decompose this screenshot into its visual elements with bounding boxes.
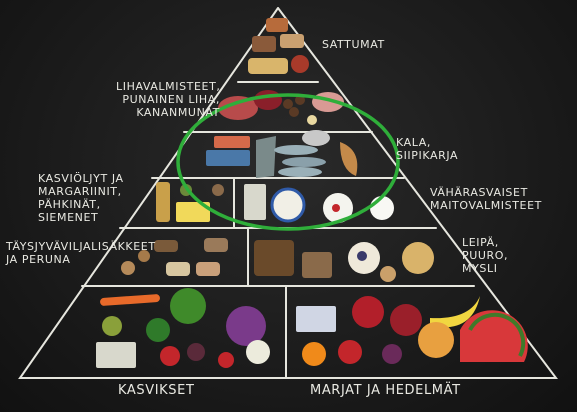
label-dairy: Vähärasvaiset maitovalmisteet [430, 186, 542, 212]
label-sweets: Sattumat [322, 38, 385, 51]
label-fish: Kala, Siipikarja [396, 136, 459, 162]
label-fruits: Marjat ja hedelmät [310, 383, 461, 398]
sweets-foods [248, 18, 309, 74]
grain-foods [121, 238, 228, 276]
fruit-foods [296, 296, 528, 366]
bread-foods [254, 240, 434, 282]
label-meat: Lihavalmisteet, Punainen liha, Kananmuna… [116, 80, 221, 119]
oils-foods [156, 182, 224, 222]
fish-foods [206, 130, 358, 178]
label-vegetables: Kasvikset [118, 383, 195, 398]
vegetable-foods [96, 288, 270, 368]
highlight-ring [176, 93, 400, 231]
label-grains: Täysjyväviljalisäkkeet ja peruna [6, 240, 156, 266]
pyramid-outline [18, 7, 559, 379]
label-bread: Leipä, puuro, mysli [462, 236, 509, 275]
label-oils: Kasviöljyt ja margariinit, pähkinät, sie… [38, 172, 124, 224]
